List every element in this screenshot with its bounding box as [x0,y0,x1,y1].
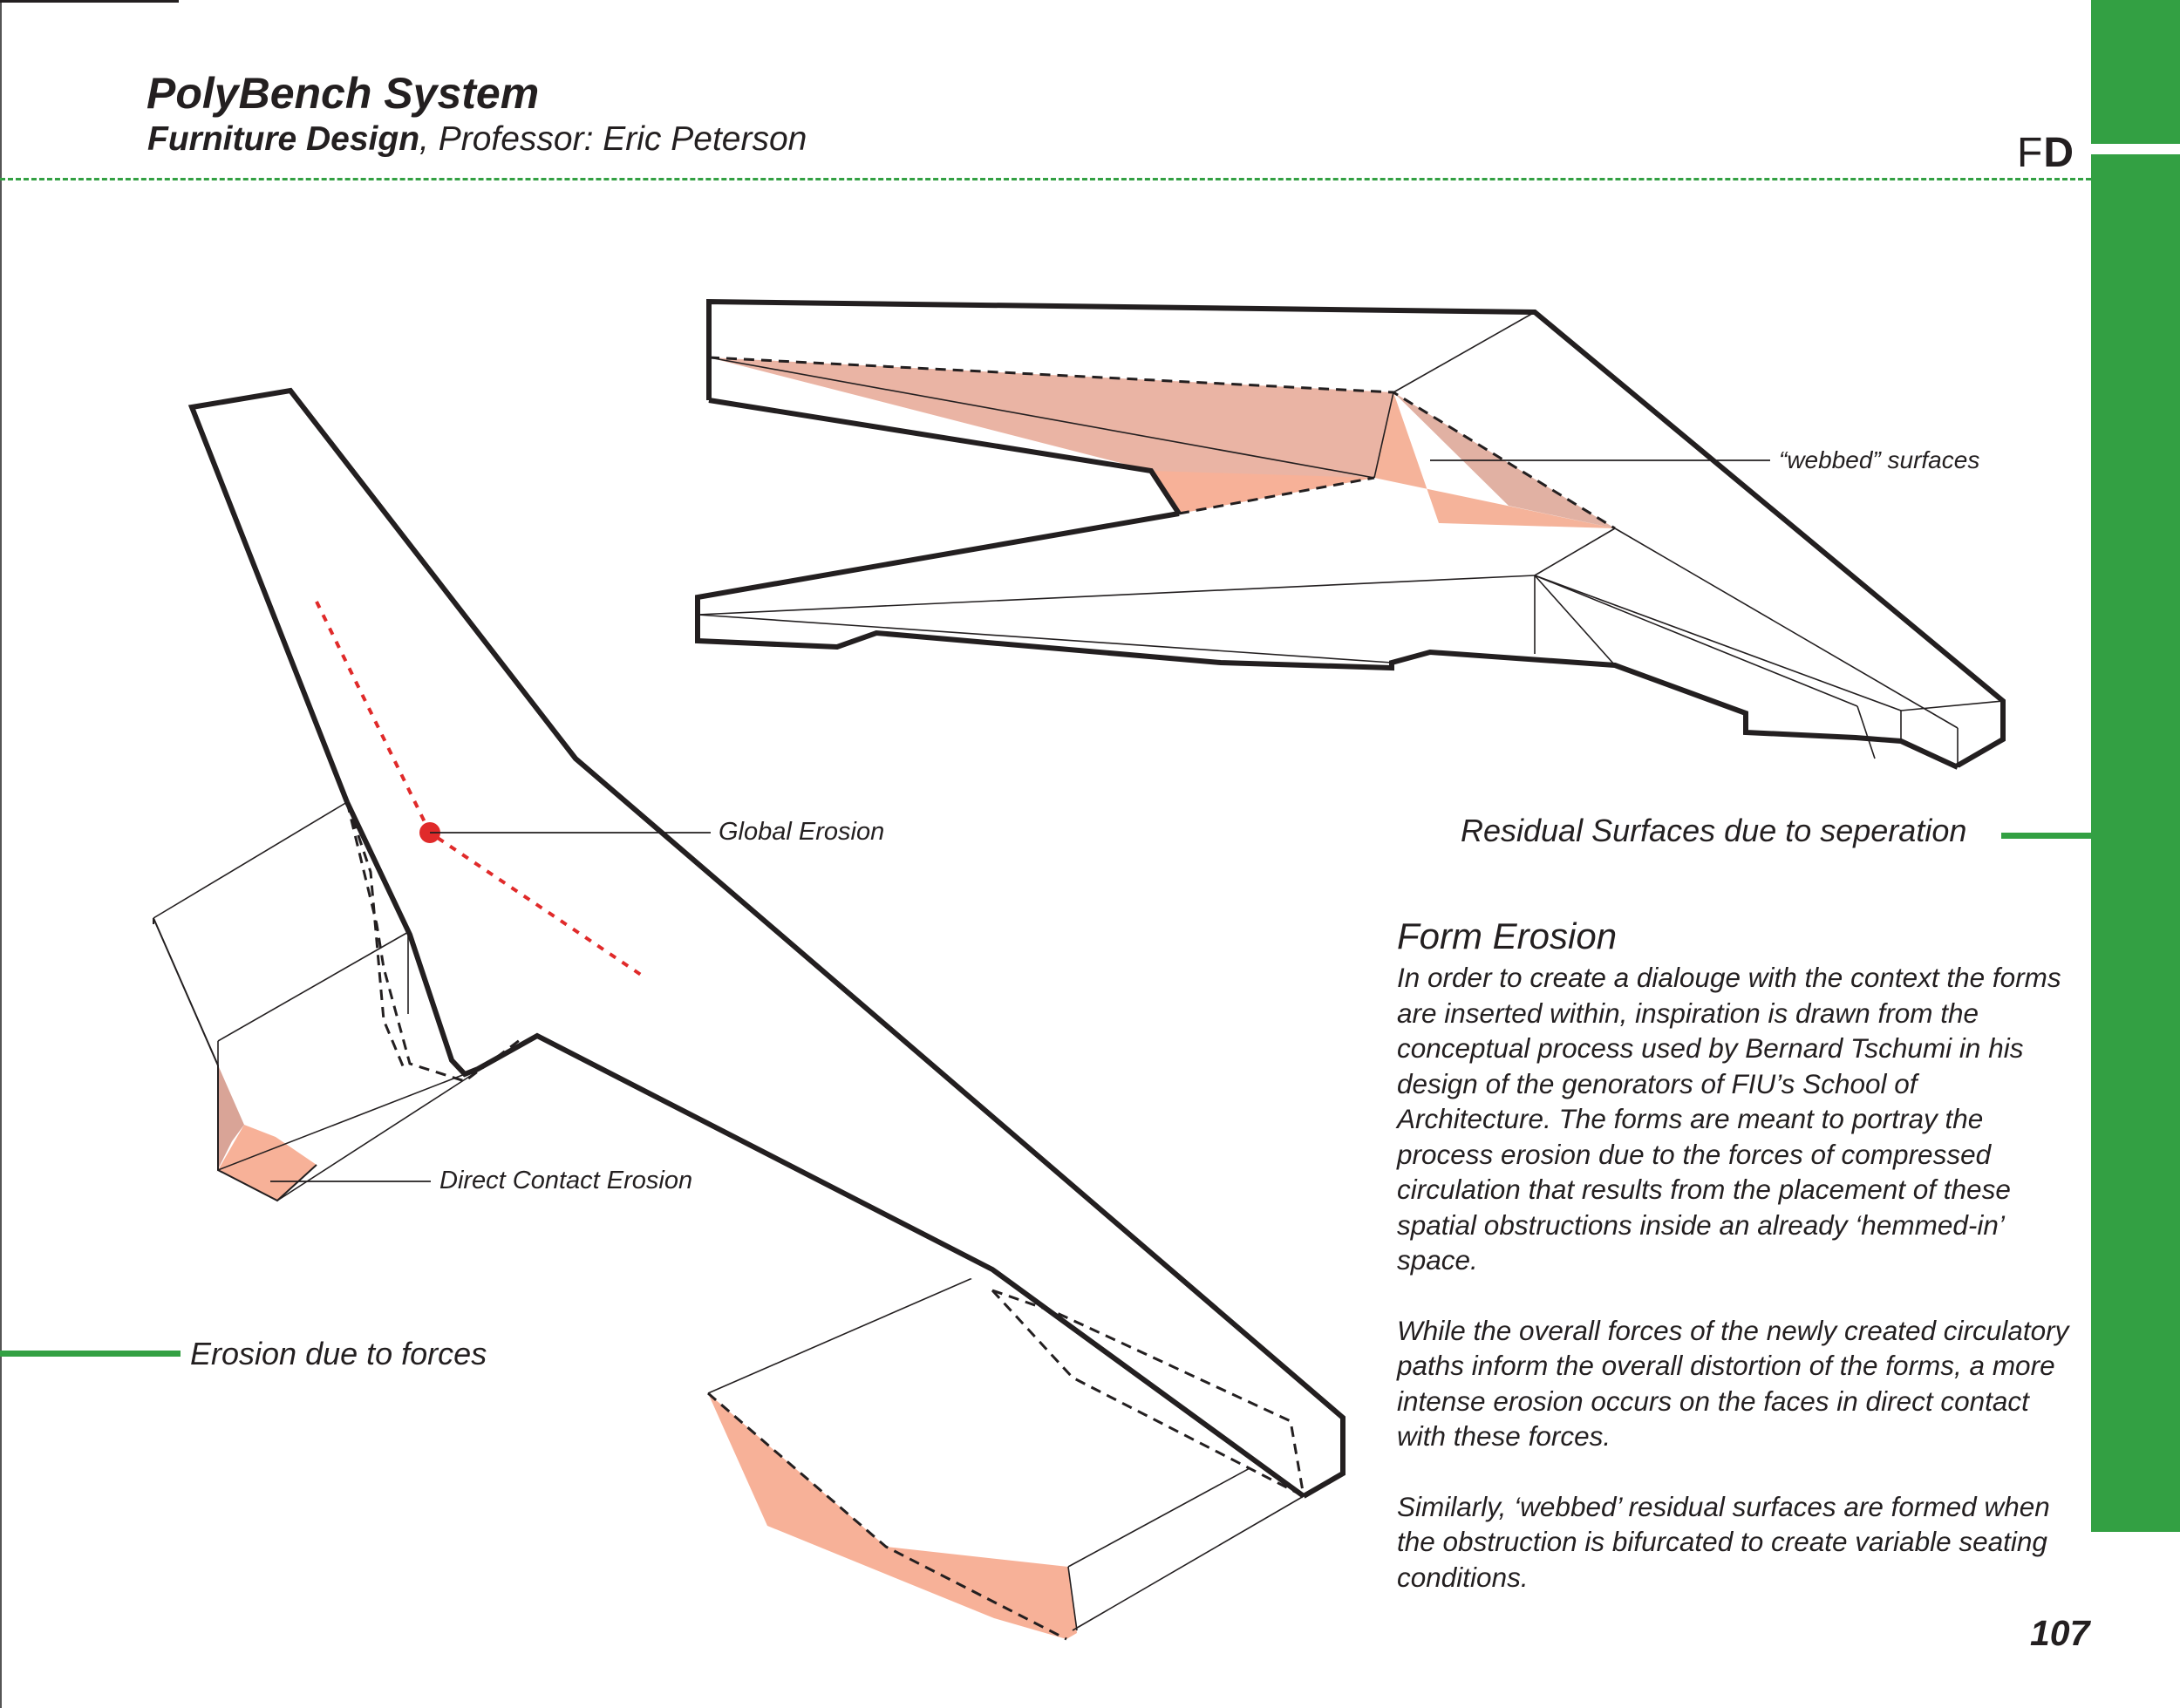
erosion-face-bottom [708,1393,1077,1639]
direct-contact-erosion-label: Direct Contact Erosion [439,1167,693,1194]
article-paragraph: While the overall forces of the newly cr… [1397,1314,2069,1453]
bottom-erosion-dashed [707,1392,1067,1641]
page-title: PolyBench System [146,69,540,118]
direct-contact-dashed-1 [345,801,524,1083]
erosion-face-left-dark [153,918,244,1173]
bottom-contact-dashed-2 [991,1289,1305,1498]
fd-logo: FD [2017,129,2074,177]
side-bar-notch [2091,144,2180,154]
residual-surfaces-label: Residual Surfaces due to seperation [1461,813,1967,848]
left-bench-drawing [153,387,1345,1641]
top-bench-drawing [695,298,2006,785]
left-bench-outline [187,387,1345,1499]
left-bench-lower-edge [344,800,1305,1499]
erosion-due-to-forces-label: Erosion due to forces [190,1336,487,1371]
course-professor: , Professor: Eric Peterson [419,120,807,158]
global-erosion-label: Global Erosion [719,818,885,846]
erosion-label-bar [0,1351,181,1357]
direct-contact-dashed-2 [345,801,405,1069]
top-crop-mark [0,0,179,3]
residual-label-bar [2001,833,2091,839]
header-divider [0,178,2091,180]
webbed-surfaces-label: “webbed” surfaces [1779,446,1980,473]
article-paragraph: In order to create a dialouge with the c… [1397,962,2061,1276]
webbed-surface-lower [1151,471,1374,514]
side-accent-bar [2091,0,2180,1532]
section-heading: Form Erosion [1397,915,1618,956]
left-bench-body [192,391,1343,1496]
webbed-dashed-edge-bottom [1178,476,1375,515]
fd-logo-f: F [2017,130,2044,176]
course-name: Furniture Design [147,120,420,158]
upper-arm-inner-edge [708,398,1182,515]
article-paragraph: Similarly, ‘webbed’ residual surfaces ar… [1397,1490,2050,1593]
page-subtitle: Furniture Design, Professor: Eric Peters… [147,120,807,159]
page-left-edge [0,0,2,1708]
page-number: 107 [2030,1613,2090,1653]
article-body: In order to create a dialouge with the c… [1397,960,2077,1630]
bottom-contact-dashed [991,1289,1305,1497]
fd-logo-d: D [2043,130,2074,176]
webbed-surface-right [1374,392,1615,528]
